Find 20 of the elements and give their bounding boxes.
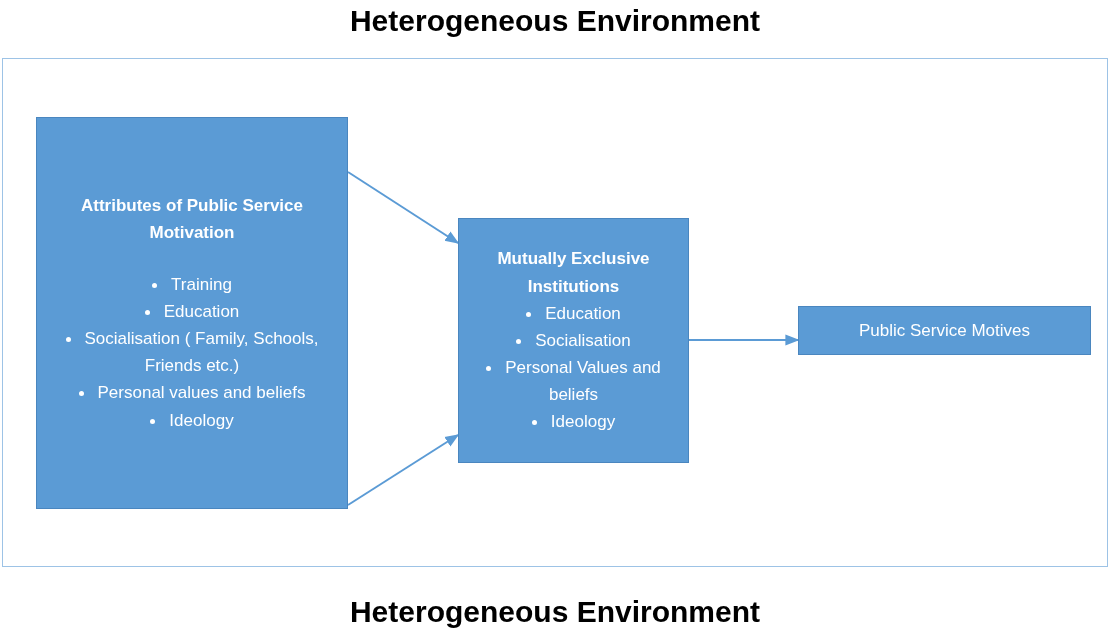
arrow — [688, 334, 800, 346]
box-heading: Attributes of Public Service Motivation — [80, 195, 304, 245]
frame-heading: Heterogeneous Environment — [348, 595, 762, 629]
bullet-item: Education — [545, 303, 621, 323]
bullet-item: Ideology — [550, 412, 616, 432]
bullet-item: Education — [163, 301, 240, 321]
bullet-item: Socialisation ( Family, Schools, Friends etc.) — [84, 329, 319, 376]
bullet-item: Ideology — [169, 410, 234, 430]
frame-heading: Heterogeneous Environment — [348, 4, 762, 38]
bullet-item: Training — [171, 274, 232, 294]
process-box — [798, 306, 1091, 355]
box-text: Public Service Motives — [859, 319, 1030, 342]
bullet-item: Personal values and beliefs — [97, 383, 306, 403]
bullet-item: Socialisation — [535, 330, 631, 350]
bullet-item: Personal Values and beliefs — [505, 358, 661, 405]
box-heading: Mutually Exclusive Institutions — [496, 248, 651, 298]
arrow — [347, 434, 460, 506]
arrow — [347, 171, 460, 244]
process-box — [458, 218, 689, 463]
process-box — [36, 117, 348, 509]
